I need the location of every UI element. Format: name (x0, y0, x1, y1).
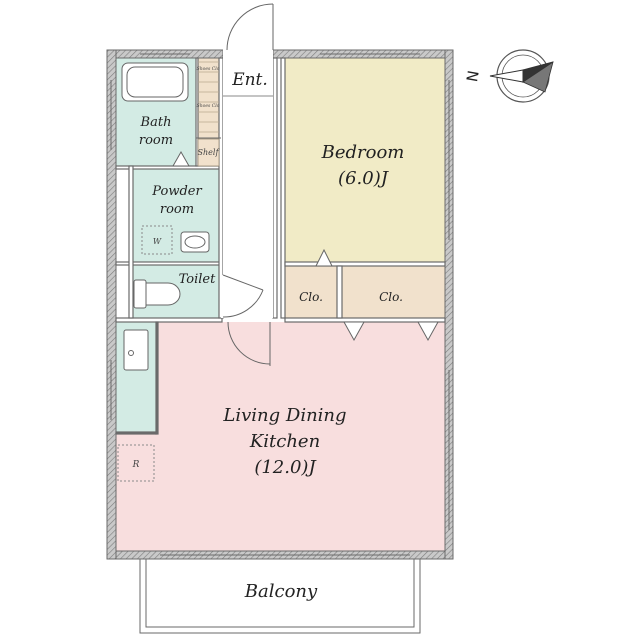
powder-room-label-1: Powder (151, 184, 202, 199)
bedroom-size-label: (6.0)J (338, 168, 390, 189)
interior-walls (115, 57, 446, 435)
front-door[interactable] (223, 3, 274, 58)
entrance-label: Ent. (231, 70, 268, 90)
bathtub (121, 62, 189, 102)
closet-small-area (285, 266, 337, 318)
living-door[interactable] (227, 318, 271, 366)
closet-large-area (342, 266, 445, 318)
shoe-closet-upper-label: Shoes Clo (197, 66, 220, 72)
fridge-label: R (132, 460, 140, 470)
bathroom-label-2: room (139, 133, 173, 148)
bath-door-marker (172, 150, 190, 167)
living-label-1: Living Dining (222, 405, 346, 426)
bedroom-label: Bedroom (321, 142, 405, 163)
shoe-closet-lower-label: Shoes Clo (197, 103, 220, 109)
shelf-label: Shelf (198, 148, 221, 157)
living-lower-left (116, 434, 156, 551)
compass: N (463, 49, 554, 103)
shoe-shelves (196, 61, 221, 139)
closet-small-label: Clo. (299, 290, 323, 304)
closet-large-label: Clo. (379, 290, 403, 304)
powder-room-label-2: room (160, 202, 194, 217)
washer-label: W (153, 237, 162, 246)
living-area (156, 322, 445, 551)
washer-space (141, 225, 173, 255)
toilet-fixture (133, 279, 181, 309)
living-label-2: Kitchen (249, 431, 320, 452)
bedroom-area (285, 58, 445, 263)
bathroom-label-1: Bath (140, 115, 172, 130)
toilet-label: Toilet (179, 272, 216, 287)
balcony-label: Balcony (244, 581, 318, 602)
balcony (139, 558, 421, 634)
closet-door-marker-1 (343, 321, 365, 342)
living-size-label: (12.0)J (254, 457, 317, 478)
bedroom-door-marker (315, 248, 333, 267)
compass-north-label: N (463, 69, 483, 83)
shelf-cabinet (197, 138, 220, 167)
toilet-door[interactable] (221, 274, 264, 318)
fridge-space (117, 444, 155, 482)
kitchen-sink (123, 329, 149, 371)
exterior-walls (106, 49, 454, 560)
wash-basin (180, 231, 210, 253)
hallway (223, 58, 273, 318)
closet-door-marker-2 (417, 321, 439, 342)
